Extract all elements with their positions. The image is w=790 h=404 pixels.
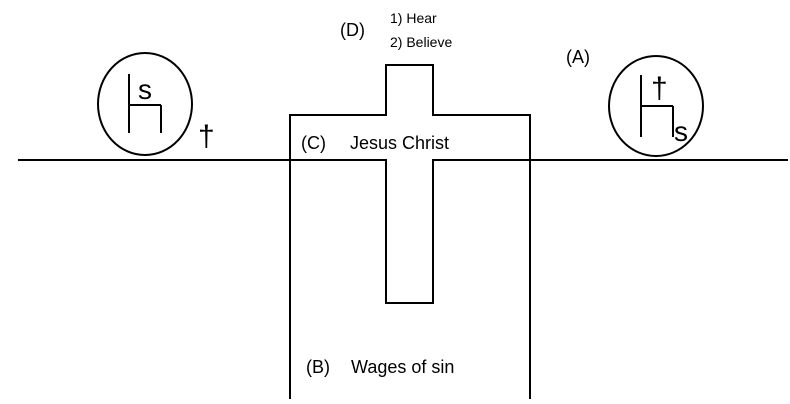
left-figure-circle — [97, 52, 193, 156]
label-a: (A) — [566, 47, 590, 67]
text-wages-of-sin: Wages of sin — [351, 357, 454, 377]
right-cross-icon: † — [651, 72, 668, 105]
label-b: (B) — [306, 357, 330, 377]
left-cross-icon: † — [198, 120, 215, 153]
left-chair-icon — [128, 74, 162, 133]
right-figure-circle — [608, 55, 704, 157]
step-hear: 1) Hear — [390, 10, 437, 26]
label-d: (D) — [340, 20, 365, 40]
text-jesus-christ: Jesus Christ — [350, 133, 449, 153]
cross-bridge — [289, 64, 531, 304]
right-figure-letter: s — [674, 116, 688, 147]
label-c: (C) — [301, 133, 326, 153]
right-chair-icon — [640, 75, 674, 137]
step-believe: 2) Believe — [390, 34, 452, 50]
chasm — [289, 115, 531, 399]
left-figure-letter: s — [138, 74, 152, 105]
